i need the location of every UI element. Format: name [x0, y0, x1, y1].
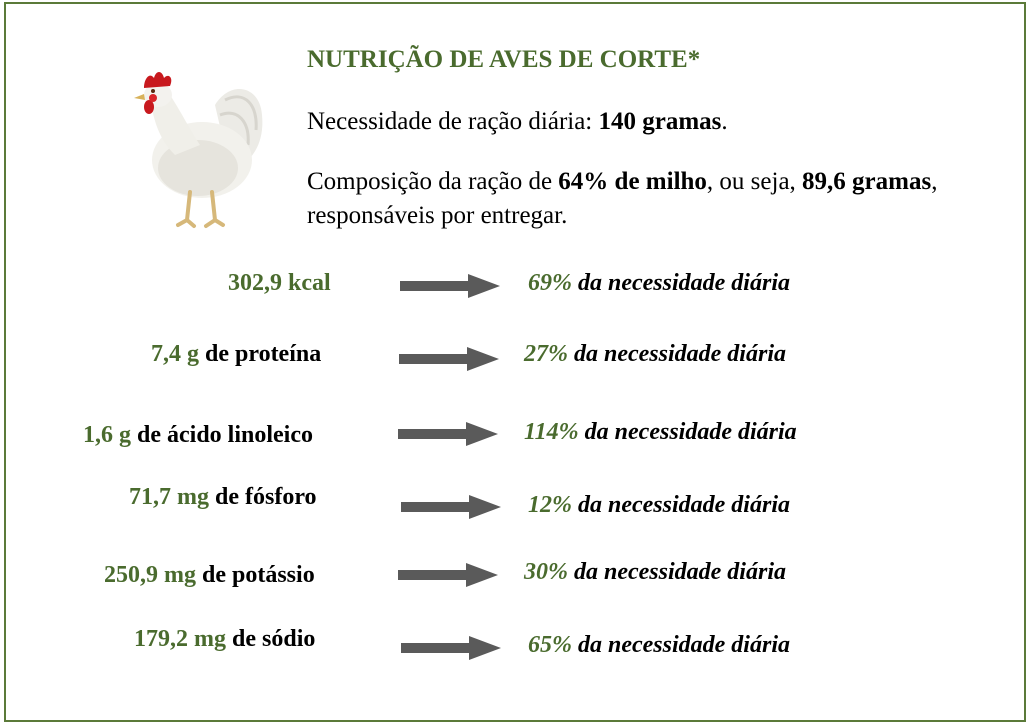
percentage-value: 114% [524, 419, 579, 445]
daily-feed-paragraph: Necessidade de ração diária: 140 gramas. [307, 108, 728, 136]
nutrient-row: 1,6 g de ácido linoleico 114% da necessi… [0, 419, 1032, 462]
nutrient-name: de sódio [226, 626, 316, 652]
percentage-label: da necessidade diária [568, 559, 786, 585]
percentage-label: da necessidade diária [572, 270, 790, 296]
percentage-value: 12% [528, 492, 572, 518]
arrow-right-icon [401, 636, 501, 660]
nutrient-name: de proteína [199, 341, 322, 367]
composition-corn-share: 64% de milho [558, 168, 707, 195]
daily-need-percentage: 12% da necessidade diária [528, 492, 790, 519]
composition-text-2: , ou seja, [706, 168, 803, 195]
daily-feed-end: . [721, 108, 728, 135]
nutrient-row: 7,4 g de proteína 27% da necessidade diá… [0, 341, 1032, 381]
nutrient-quantity: 71,7 mg [129, 484, 209, 510]
nutrient-row: 71,7 mg de fósforo 12% da necessidade di… [0, 484, 1032, 524]
nutrient-amount: 179,2 mg de sódio [134, 626, 315, 653]
arrow-right-icon [398, 422, 498, 446]
percentage-value: 65% [528, 632, 572, 658]
daily-need-percentage: 114% da necessidade diária [524, 419, 797, 446]
nutrient-name: de fósforo [209, 484, 317, 510]
percentage-label: da necessidade diária [572, 632, 790, 658]
rooster-icon [134, 72, 263, 228]
composition-corn-grams: 89,6 gramas [802, 168, 932, 195]
nutrient-amount: 302,9 kcal [228, 270, 331, 297]
nutrient-quantity: 250,9 mg [104, 562, 196, 588]
arrow-right-icon [401, 495, 501, 519]
daily-feed-label: Necessidade de ração diária: [307, 108, 599, 135]
composition-text-1: Composição da ração de [307, 168, 559, 195]
nutrient-quantity: 1,6 g [83, 422, 131, 448]
nutrient-name: de ácido linoleico [131, 422, 313, 448]
nutrient-quantity: 302,9 kcal [228, 270, 331, 296]
nutrient-quantity: 179,2 mg [134, 626, 226, 652]
arrow-right-icon [400, 274, 500, 298]
percentage-label: da necessidade diária [568, 341, 786, 367]
percentage-label: da necessidade diária [578, 419, 797, 445]
nutrient-row: 179,2 mg de sódio 65% da necessidade diá… [0, 626, 1032, 666]
nutrient-amount: 71,7 mg de fósforo [129, 484, 317, 511]
nutrient-name: de potássio [196, 562, 315, 588]
composition-paragraph: Composição da ração de 64% de milho, ou … [307, 165, 947, 233]
arrow-right-icon [398, 563, 498, 587]
daily-need-percentage: 69% da necessidade diária [528, 270, 790, 297]
nutrient-row: 250,9 mg de potássio 30% da necessidade … [0, 559, 1032, 602]
daily-need-percentage: 27% da necessidade diária [524, 341, 786, 368]
nutrient-amount: 250,9 mg de potássio [104, 562, 315, 589]
composition-text-3: , responsáveis por entregar. [307, 168, 938, 229]
nutrient-amount: 1,6 g de ácido linoleico [83, 422, 313, 449]
nutrient-row: 302,9 kcal 69% da necessidade diária [0, 270, 1032, 310]
daily-feed-amount: 140 gramas [598, 108, 722, 135]
daily-need-percentage: 30% da necessidade diária [524, 559, 786, 586]
daily-need-percentage: 65% da necessidade diária [528, 632, 790, 659]
percentage-value: 69% [528, 270, 572, 296]
nutrient-quantity: 7,4 g [151, 341, 199, 367]
page-title: NUTRIÇÃO DE AVES DE CORTE* [307, 46, 701, 73]
percentage-value: 27% [524, 341, 568, 367]
percentage-label: da necessidade diária [572, 492, 790, 518]
arrow-right-icon [399, 347, 499, 371]
nutrient-amount: 7,4 g de proteína [151, 341, 321, 368]
percentage-value: 30% [524, 559, 568, 585]
